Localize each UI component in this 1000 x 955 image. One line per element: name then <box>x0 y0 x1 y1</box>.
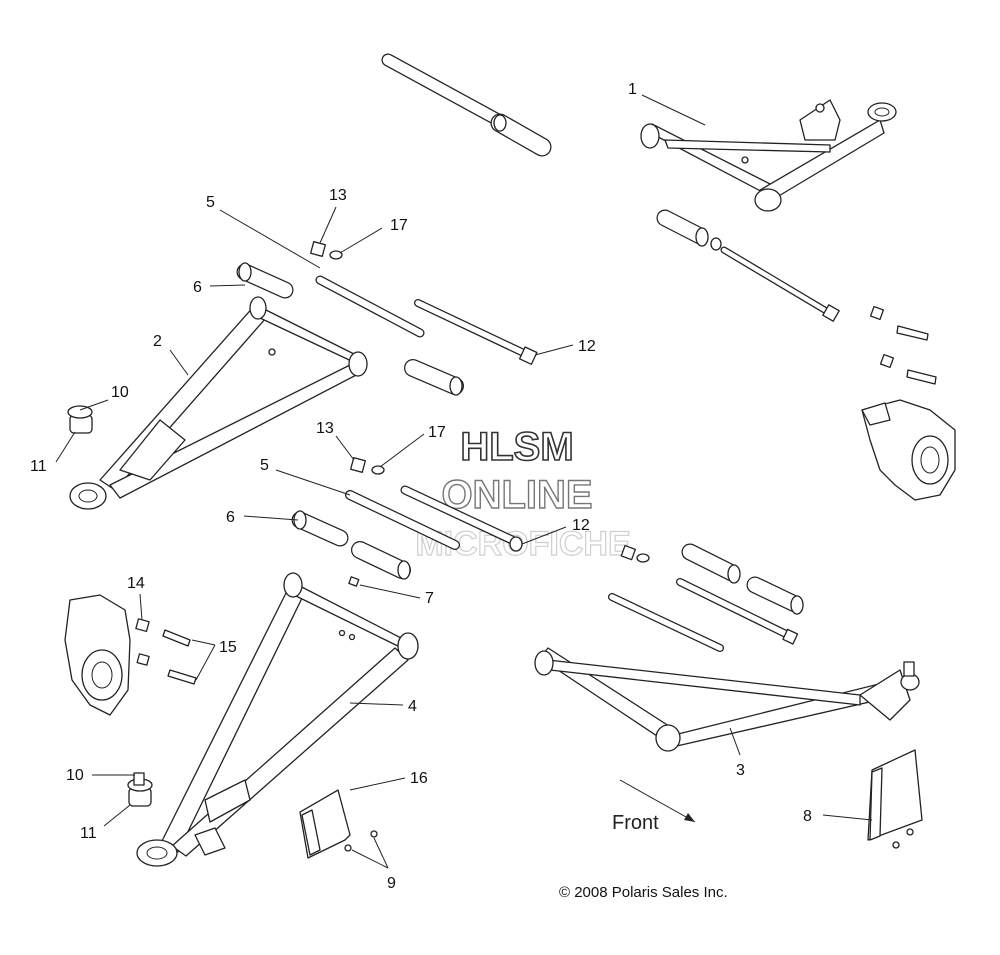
steering-knuckle-right <box>861 399 956 501</box>
shaft-5-upper <box>315 275 425 338</box>
bolt-12-upper <box>414 299 538 365</box>
callout-8: 8 <box>803 808 812 825</box>
skid-guard-8 <box>867 749 923 849</box>
callout-5-upper: 5 <box>206 194 215 211</box>
front-label: Front <box>612 812 659 834</box>
watermark-line2: ONLINE <box>441 473 592 517</box>
shaft-5-middle <box>345 490 460 550</box>
upper-a-arm-2 <box>69 296 368 510</box>
watermark-line1: HLSM <box>460 425 573 469</box>
lower-a-arm-4 <box>136 572 419 867</box>
callout-14: 14 <box>127 575 145 592</box>
nut-washer-middle <box>350 457 385 475</box>
callout-9: 9 <box>387 875 396 892</box>
skid-guard-16 <box>299 789 351 859</box>
ball-joint-lower <box>127 772 153 807</box>
ball-joint-upper <box>67 405 93 434</box>
screws-9 <box>344 830 378 852</box>
callout-4: 4 <box>408 698 417 715</box>
knuckle-hardware-left <box>135 618 197 685</box>
callout-17-upper: 17 <box>390 217 408 234</box>
lower-a-arm-3 <box>534 647 920 752</box>
bushing-6-upper <box>236 262 294 299</box>
callout-6-upper: 6 <box>193 279 202 296</box>
callouts: 1 2 3 4 5 5 6 6 7 8 9 10 10 11 11 12 12 … <box>30 81 812 892</box>
lower-right-hardware <box>608 543 804 652</box>
callout-1: 1 <box>628 81 637 98</box>
zerk-fitting-7 <box>348 576 360 587</box>
callout-10-lower: 10 <box>66 767 84 784</box>
callout-6-middle: 6 <box>226 509 235 526</box>
callout-12-upper: 12 <box>578 338 596 355</box>
upper-a-arm-1 <box>640 99 897 212</box>
callout-2: 2 <box>153 333 162 350</box>
bushing-6-middle <box>291 510 349 547</box>
steering-knuckle-left <box>64 594 131 716</box>
callout-17-middle: 17 <box>428 424 446 441</box>
callout-10-upper: 10 <box>111 384 129 401</box>
bushing-upper-middle <box>404 359 464 396</box>
bolt-12-middle <box>400 485 523 552</box>
callout-13-middle: 13 <box>316 420 334 437</box>
callout-11-upper: 11 <box>30 458 47 475</box>
callout-11-lower: 11 <box>80 825 97 842</box>
callout-5-middle: 5 <box>260 457 269 474</box>
nut-washer-upper <box>310 241 343 260</box>
leader-lines <box>55 94 873 869</box>
callout-15: 15 <box>219 639 237 656</box>
callout-3: 3 <box>736 762 745 779</box>
copyright-notice: © 2008 Polaris Sales Inc. <box>559 884 728 901</box>
callout-16: 16 <box>410 770 428 787</box>
callout-13-upper: 13 <box>329 187 347 204</box>
callout-12-middle: 12 <box>572 517 590 534</box>
front-direction-arrow <box>619 779 696 823</box>
callout-7: 7 <box>425 590 434 607</box>
bushing-middle <box>351 541 411 580</box>
upper-right-hardware <box>656 209 937 385</box>
top-shaft-assembly <box>381 53 552 157</box>
